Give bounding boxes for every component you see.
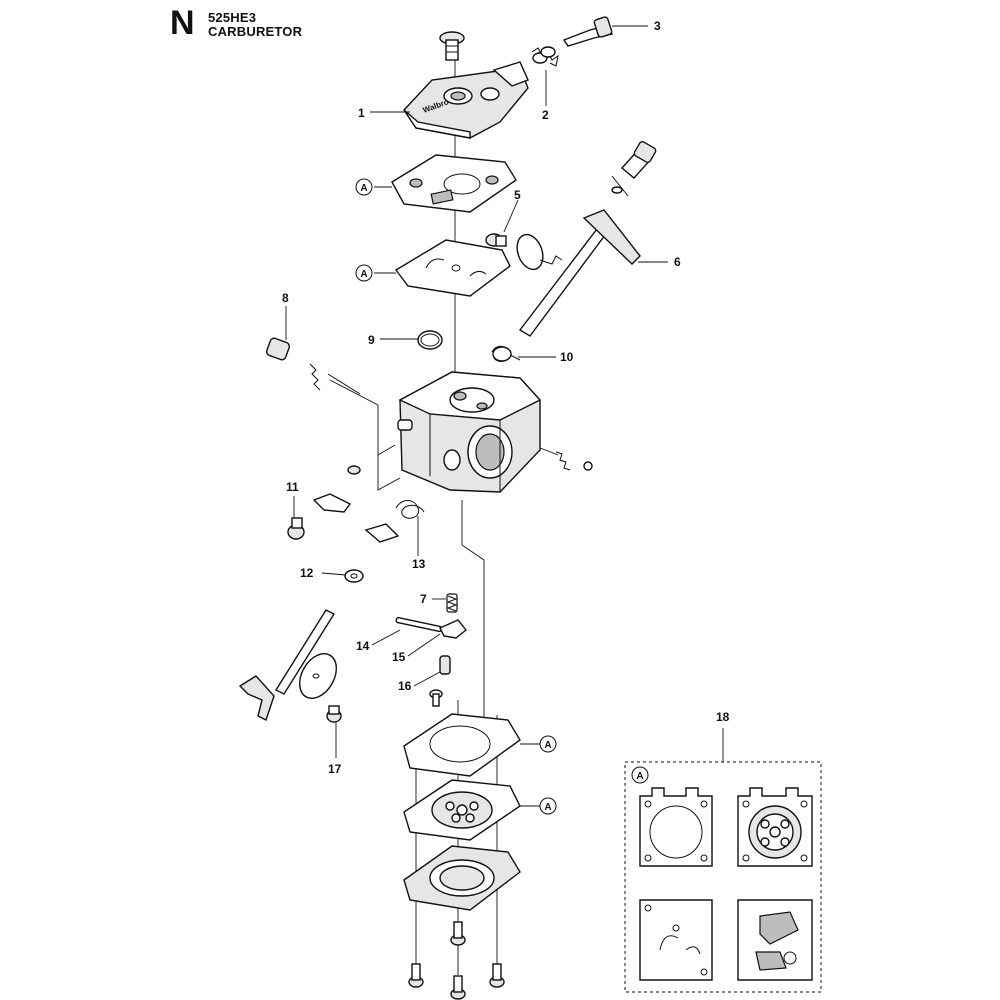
callout-13: 13 [412, 557, 426, 571]
callout-2: 2 [542, 108, 549, 122]
metering-diaphragm [403, 779, 521, 841]
pump-gasket [391, 154, 517, 213]
callout-8: 8 [282, 291, 289, 305]
kit-ref-a: A [544, 802, 551, 813]
callout-10: 10 [560, 350, 574, 364]
part-1-pump-cover: Walbro [403, 61, 529, 139]
callout-5: 5 [514, 188, 521, 202]
carburetor-body [397, 371, 542, 493]
model-number: 525HE3 [208, 10, 257, 25]
callout-3: 3 [654, 19, 661, 33]
choke-shaft [238, 609, 342, 723]
part-15-metering-lever [439, 619, 467, 639]
metering-cover [403, 845, 521, 911]
callout-6: 6 [674, 255, 681, 269]
part-14-lever-pin [395, 616, 443, 633]
idle-speed-screw [555, 451, 593, 471]
callout-12: 12 [300, 566, 314, 580]
part-8-adjust-needle [265, 337, 361, 395]
callout-7: 7 [420, 592, 427, 606]
cover-screws [408, 921, 505, 1000]
kit-ref-a: A [360, 183, 367, 194]
callout-16: 16 [398, 679, 412, 693]
part-2-spring [531, 46, 559, 67]
callout-18: 18 [716, 710, 730, 724]
callout-9: 9 [368, 333, 375, 347]
part-10-throttle-spring [491, 345, 521, 362]
pump-diaphragm [394, 239, 511, 297]
metering-gasket [403, 713, 521, 777]
top-screw [439, 31, 465, 61]
part-12-washer [344, 569, 364, 583]
kit-reference-markers: A A A A A [355, 178, 649, 815]
gasket-kit-box [624, 728, 822, 993]
part-6-throttle-shaft [518, 140, 657, 337]
callout-17: 17 [328, 762, 342, 776]
part-16-inlet-needle [439, 655, 451, 675]
section-letter: N [170, 4, 195, 42]
callout-15: 15 [392, 650, 406, 664]
part-13-choke-spring-lever [364, 500, 425, 543]
part-7-needle-spring [446, 593, 458, 613]
callout-labels: 1 2 3 5 6 7 8 9 10 11 12 13 14 15 16 17 … [282, 19, 730, 776]
part-5-screw-and-plate [485, 233, 563, 271]
part-9-o-ring [417, 330, 443, 350]
callout-14: 14 [356, 639, 370, 653]
callout-leader-lines [285, 25, 668, 807]
page-title: CARBURETOR [208, 24, 303, 39]
callout-1: 1 [358, 106, 365, 120]
kit-ref-a: A [360, 269, 367, 280]
kit-ref-a: A [544, 740, 551, 751]
callout-11: 11 [286, 480, 299, 494]
kit-ref-a: A [636, 771, 643, 782]
metering-rivet [429, 689, 443, 707]
part-3-fuel-fitting [562, 16, 614, 47]
part-11-lever-and-screw [287, 465, 361, 540]
